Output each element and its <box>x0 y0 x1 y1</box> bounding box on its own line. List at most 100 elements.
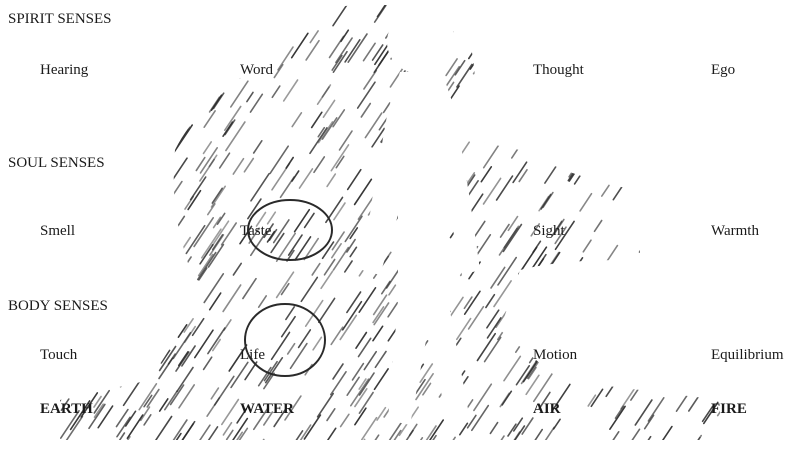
hatch-stroke <box>199 425 210 441</box>
hatch-stroke <box>482 56 489 67</box>
hatch-stroke <box>670 70 683 90</box>
hatch-stroke <box>284 8 293 22</box>
hatch-stroke <box>168 158 187 186</box>
hatch-stroke <box>685 58 696 74</box>
hatch-stroke <box>211 388 218 399</box>
hatch-stroke <box>634 313 643 327</box>
hatch-stroke <box>621 387 636 409</box>
hatch-stroke <box>547 253 560 273</box>
hatch-stroke <box>195 330 213 357</box>
hatch-stroke <box>71 94 86 116</box>
hatch-stroke <box>622 74 640 102</box>
hatch-stroke <box>711 381 719 393</box>
hatch-stroke <box>153 417 171 445</box>
hatch-stroke <box>243 31 250 41</box>
hatch-stroke <box>551 322 565 343</box>
hatch-stroke <box>278 47 293 70</box>
hatch-stroke <box>730 293 744 314</box>
hatch-stroke <box>67 34 79 51</box>
hatch-stroke <box>717 140 726 153</box>
hatch-stroke <box>596 23 602 32</box>
hatch-stroke <box>66 254 74 266</box>
hatch-stroke <box>145 135 162 160</box>
hatch-stroke <box>693 143 704 160</box>
hatch-stroke <box>464 297 472 308</box>
hatch-stroke <box>680 29 697 55</box>
hatch-stroke <box>373 45 383 60</box>
hatch-stroke <box>542 288 552 302</box>
hatch-stroke <box>174 257 191 282</box>
hatch-stroke <box>355 179 372 204</box>
hatch-stroke <box>568 153 586 180</box>
hatch-stroke <box>233 419 247 441</box>
hatch-stroke <box>629 365 637 378</box>
sense-thought: Thought <box>533 61 584 79</box>
hatch-stroke <box>80 116 93 135</box>
hatch-stroke <box>159 444 171 453</box>
hatch-stroke <box>544 26 563 54</box>
hatch-stroke <box>254 141 262 153</box>
hatch-stroke <box>602 263 619 289</box>
hatch-stroke <box>212 188 222 203</box>
hatch-stroke <box>247 92 253 101</box>
hatch-stroke <box>121 198 134 217</box>
spirit-senses-heading: SPIRIT SENSES <box>8 10 112 28</box>
hatch-stroke <box>641 47 660 75</box>
hatch-stroke <box>689 199 705 223</box>
hatch-stroke <box>86 26 97 42</box>
hatch-stroke <box>333 5 347 26</box>
hatch-stroke <box>597 312 604 323</box>
hatch-stroke <box>516 325 534 352</box>
hatch-stroke <box>331 372 346 395</box>
hatch-stroke <box>613 179 627 199</box>
hatch-stroke <box>62 100 80 127</box>
hatch-stroke <box>660 21 675 43</box>
hatch-stroke <box>504 356 520 380</box>
hatch-stroke <box>236 21 252 45</box>
hatch-stroke <box>657 274 665 286</box>
hatch-stroke <box>675 316 691 341</box>
sense-ego: Ego <box>711 61 735 79</box>
hatch-stroke <box>333 364 343 379</box>
hatch-stroke <box>362 418 377 440</box>
hatch-stroke <box>519 247 537 274</box>
hatch-stroke <box>364 71 376 90</box>
hatch-stroke <box>83 242 98 265</box>
hatch-stroke <box>645 415 654 428</box>
hatch-stroke <box>642 363 649 374</box>
hatch-stroke <box>128 357 146 384</box>
hatch-stroke <box>586 312 595 325</box>
hatch-stroke <box>45 270 59 291</box>
hatch-stroke <box>491 99 504 119</box>
hatch-stroke <box>351 379 369 406</box>
hatch-stroke <box>375 352 386 368</box>
hatch-stroke <box>718 278 730 297</box>
hatch-stroke <box>725 2 732 13</box>
hatch-stroke <box>621 80 632 96</box>
hatch-stroke <box>610 127 622 145</box>
hatch-stroke <box>557 126 576 154</box>
hatch-stroke <box>739 99 750 116</box>
hatch-stroke <box>551 138 562 154</box>
hatch-stroke <box>251 36 265 57</box>
hatch-stroke <box>518 290 530 308</box>
hatch-stroke <box>146 15 158 33</box>
hatch-stroke <box>515 296 523 308</box>
hatch-stroke <box>617 443 624 453</box>
hatch-stroke <box>139 163 151 180</box>
hatch-stroke <box>527 96 536 110</box>
hatch-stroke <box>65 244 75 259</box>
hatch-stroke <box>484 140 503 168</box>
hatch-stroke <box>625 336 640 359</box>
hatch-stroke <box>125 200 144 228</box>
hatch-stroke <box>135 101 147 119</box>
hatch-stroke <box>676 265 683 276</box>
hatch-stroke <box>119 148 126 159</box>
hatch-stroke <box>549 286 565 310</box>
hatch-stroke <box>112 204 128 228</box>
hatch-stroke <box>301 277 317 301</box>
hatch-stroke <box>103 352 122 380</box>
hatch-stroke <box>716 117 733 143</box>
hatch-stroke <box>259 296 267 307</box>
hatch-stroke <box>98 321 114 345</box>
